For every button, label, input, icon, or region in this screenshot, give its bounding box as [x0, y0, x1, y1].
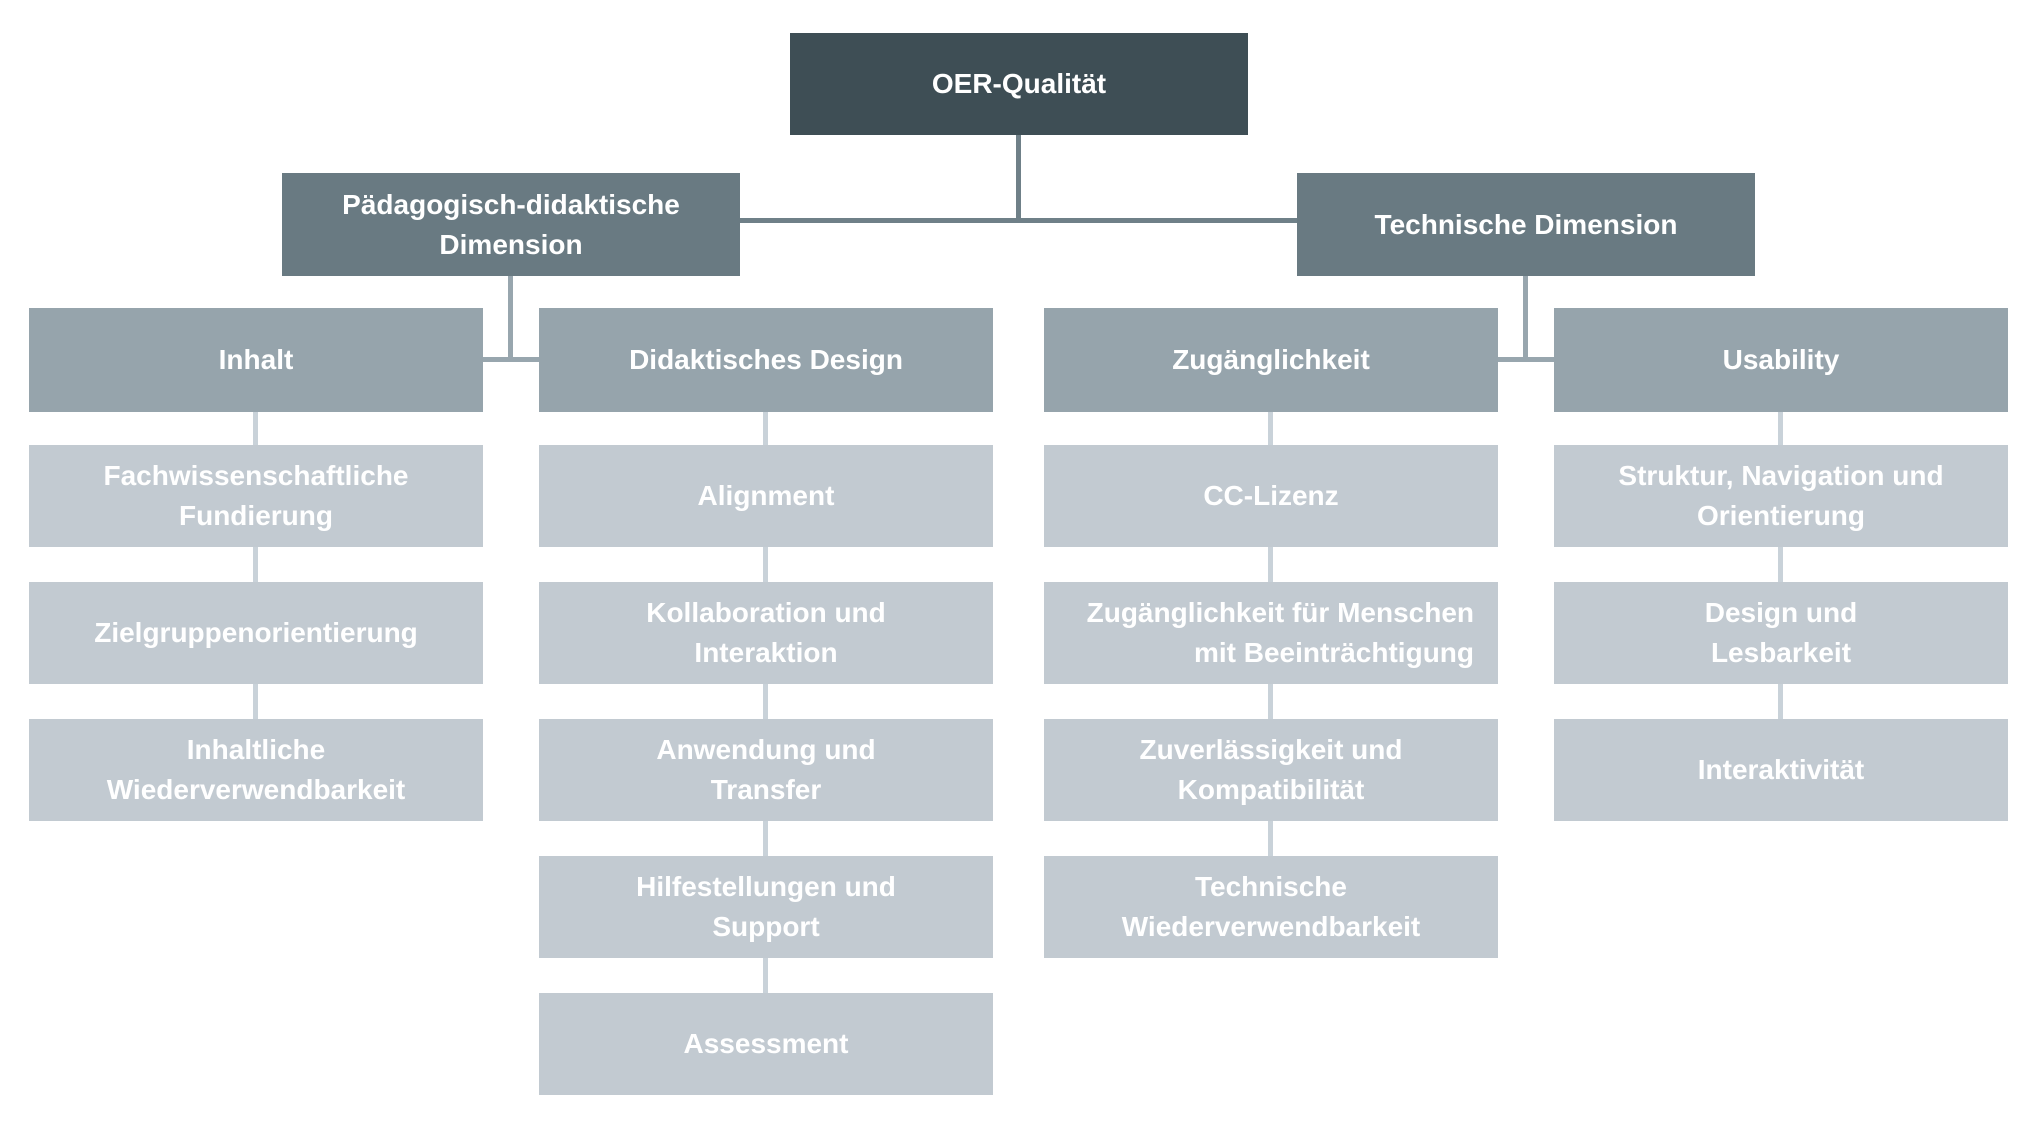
connector-line: [1778, 547, 1783, 582]
dimension-node-label: Technische Dimension: [1374, 208, 1678, 240]
item-node: Interaktivität: [1554, 719, 2008, 821]
category-header-label: Inhalt: [218, 344, 294, 375]
connector-dimension-left-vertical: [508, 276, 513, 362]
item-node-label: Technische Wiederverwendbarkeit: [1121, 871, 1421, 942]
connector-line: [253, 684, 258, 719]
item-node: Zielgruppenorientierung: [29, 582, 483, 684]
item-node: Anwendung und Transfer: [539, 719, 993, 821]
connector-root-horizontal: [740, 218, 1297, 223]
item-node-label: Zugänglichkeit für Menschen mit Beeinträ…: [1086, 597, 1474, 668]
category-header-inhalt: Inhalt: [29, 308, 483, 412]
item-node-label: Zielgruppenorientierung: [94, 617, 418, 648]
item-node-label: Assessment: [683, 1028, 849, 1059]
item-node: Fachwissenschaftliche Fundierung: [29, 445, 483, 547]
connector-line: [253, 412, 258, 445]
connector-root-vertical: [1016, 135, 1021, 223]
connector-line: [763, 958, 768, 993]
category-header-label: Didaktisches Design: [629, 344, 903, 375]
connector-line: [253, 547, 258, 582]
connector-dimension-right-horizontal: [1498, 357, 1554, 362]
item-node: Zugänglichkeit für Menschen mit Beeinträ…: [1044, 582, 1498, 684]
connector-line: [763, 547, 768, 582]
item-node: Alignment: [539, 445, 993, 547]
connector-line: [1268, 412, 1273, 445]
category-header-usability: Usability: [1554, 308, 2008, 412]
category-header-zugaenglichkeit: Zugänglichkeit: [1044, 308, 1498, 412]
item-node-label: Anwendung und Transfer: [656, 734, 876, 805]
connector-line: [1268, 821, 1273, 856]
item-node-label: Inhaltliche Wiederverwendbarkeit: [106, 734, 406, 805]
connector-line: [1778, 412, 1783, 445]
item-node-label: Struktur, Navigation und Orientierung: [1618, 460, 1944, 531]
item-node-label: CC-Lizenz: [1203, 480, 1339, 511]
item-node: Inhaltliche Wiederverwendbarkeit: [29, 719, 483, 821]
item-node: Hilfestellungen und Support: [539, 856, 993, 958]
item-node: Kollaboration und Interaktion: [539, 582, 993, 684]
item-node: Struktur, Navigation und Orientierung: [1554, 445, 2008, 547]
category-header-label: Usability: [1722, 344, 1840, 375]
root-node: OER-Qualität: [790, 33, 1248, 135]
connector-line: [1268, 684, 1273, 719]
connector-dimension-right-vertical: [1523, 276, 1528, 362]
item-node-label: Hilfestellungen und Support: [636, 871, 896, 942]
connector-line: [763, 821, 768, 856]
connector-dimension-left-horizontal: [483, 357, 539, 362]
item-node-label: Zuverlässigkeit und Kompatibilität: [1139, 734, 1403, 805]
category-header-didaktisches-design: Didaktisches Design: [539, 308, 993, 412]
category-header-label: Zugänglichkeit: [1172, 344, 1370, 375]
dimension-node-label: Pädagogisch-didaktische Dimension: [342, 188, 680, 260]
item-node: Design und Lesbarkeit: [1554, 582, 2008, 684]
item-node: Technische Wiederverwendbarkeit: [1044, 856, 1498, 958]
item-node-label: Kollaboration und Interaktion: [646, 597, 886, 668]
item-node-label: Fachwissenschaftliche Fundierung: [103, 460, 409, 531]
dimension-node-paedagogisch: Pädagogisch-didaktische Dimension: [282, 173, 740, 276]
item-node: Zuverlässigkeit und Kompatibilität: [1044, 719, 1498, 821]
item-node-label: Interaktivität: [1697, 754, 1865, 785]
item-node-label: Design und Lesbarkeit: [1704, 597, 1858, 668]
dimension-node-technisch: Technische Dimension: [1297, 173, 1755, 276]
item-node: CC-Lizenz: [1044, 445, 1498, 547]
connector-line: [1778, 684, 1783, 719]
item-node: Assessment: [539, 993, 993, 1095]
connector-line: [763, 412, 768, 445]
connector-line: [1268, 547, 1273, 582]
connector-line: [763, 684, 768, 719]
item-node-label: Alignment: [697, 480, 835, 511]
root-node-label: OER-Qualität: [931, 68, 1107, 99]
